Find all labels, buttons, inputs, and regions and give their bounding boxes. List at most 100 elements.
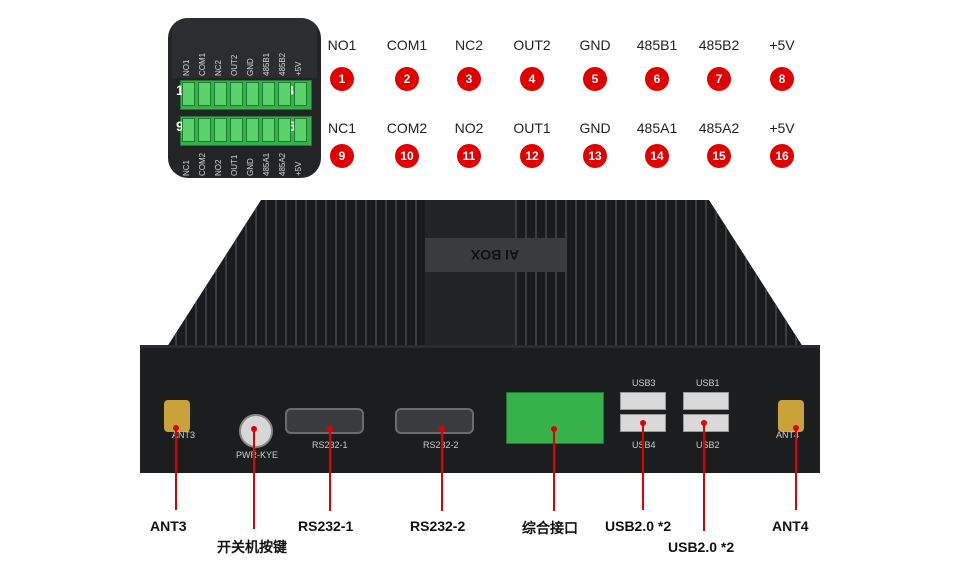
heatsink-fin	[355, 200, 357, 350]
heatsink-fin	[415, 200, 417, 350]
heatsink-fin	[285, 200, 287, 350]
inset-top-label: COM1	[198, 52, 207, 76]
inset-num-9: 9	[176, 118, 184, 134]
pin-name: OUT2	[513, 37, 551, 53]
heatsink-fin	[695, 200, 697, 350]
pin-number-badge: 5	[583, 67, 607, 91]
pin-number-badge: 4	[520, 67, 544, 91]
inset-bottom-label: NO2	[214, 159, 223, 176]
terminal-screw	[262, 118, 275, 142]
inset-top-label: 485B2	[278, 52, 287, 76]
callout-line-rs1	[329, 429, 331, 511]
inset-bottom-label: +5V	[294, 161, 303, 176]
pin-number-badge: 9	[330, 144, 354, 168]
heatsink-fin	[565, 200, 567, 350]
pin-name: 485B2	[698, 37, 740, 53]
heatsink-fin	[525, 200, 527, 350]
inset-top-label: GND	[246, 58, 255, 76]
callout-line-combo	[553, 429, 555, 511]
pin-name: COM2	[386, 120, 428, 136]
heatsink-fin	[765, 200, 767, 350]
heatsink-fin	[325, 200, 327, 350]
pin-number-badge: 12	[520, 144, 544, 168]
inset-bottom-label: 485A1	[262, 152, 271, 176]
terminal-screw	[230, 82, 243, 106]
terminal-screw	[278, 118, 291, 142]
usb1-port	[683, 392, 729, 410]
ant4-connector	[778, 400, 804, 432]
inset-top-label: NO1	[182, 59, 191, 76]
heatsink-fin	[615, 200, 617, 350]
heatsink-fin	[265, 200, 267, 350]
heatsink-center	[425, 200, 515, 350]
pin-name: NO2	[454, 120, 484, 136]
heatsink-fin	[775, 200, 777, 350]
terminal-screw	[182, 118, 195, 142]
rs232-2-port	[395, 408, 474, 434]
heatsink-fin	[605, 200, 607, 350]
terminal-screw	[182, 82, 195, 106]
terminal-screw	[230, 118, 243, 142]
pin-name: NC1	[327, 120, 356, 136]
heatsink-fins	[165, 200, 805, 350]
usb3-port	[620, 392, 666, 410]
heatsink-fin	[595, 200, 597, 350]
heatsink-fin	[235, 200, 237, 350]
pin-name: +5V	[769, 120, 795, 136]
heatsink-fin	[665, 200, 667, 350]
heatsink-fin	[205, 200, 207, 350]
heatsink-fin	[535, 200, 537, 350]
usb3-panel-label: USB3	[632, 378, 656, 388]
pin-number-badge: 2	[395, 67, 419, 91]
heatsink-fin	[685, 200, 687, 350]
heatsink-fin	[185, 200, 187, 350]
heatsink-fin	[745, 200, 747, 350]
heatsink-fin	[255, 200, 257, 350]
pin-name: 485A2	[698, 120, 740, 136]
inset-num-1: 1	[176, 82, 184, 98]
callout-line-usb-left	[642, 423, 644, 510]
pin-name: +5V	[769, 37, 795, 53]
heatsink-fin	[705, 200, 707, 350]
heatsink-fin	[645, 200, 647, 350]
terminal-screw	[198, 82, 211, 106]
heatsink-fin	[225, 200, 227, 350]
terminal-screw	[278, 82, 291, 106]
heatsink-fin	[585, 200, 587, 350]
callout-ant4: ANT4	[772, 518, 809, 534]
heatsink-fin	[175, 200, 177, 350]
heatsink-fin	[625, 200, 627, 350]
inset-top-label: NC2	[214, 59, 223, 76]
heatsink-fin	[515, 200, 517, 350]
device-logo: AI BOX	[425, 238, 565, 272]
pin-name: OUT1	[513, 120, 551, 136]
inset-bottom-label: COM2	[198, 152, 207, 176]
pin-name: COM1	[386, 37, 428, 53]
rs232-1-port	[285, 408, 364, 434]
top-rail	[172, 18, 317, 78]
pin-number-badge: 16	[770, 144, 794, 168]
heatsink-fin	[275, 200, 277, 350]
heatsink-fin	[405, 200, 407, 350]
pin-name: GND	[579, 120, 611, 136]
heatsink-fin	[675, 200, 677, 350]
pin-number-badge: 3	[457, 67, 481, 91]
heatsink-fin	[215, 200, 217, 350]
usb2-panel-label: USB2	[696, 440, 720, 450]
callout-combo: 综合接口	[522, 520, 578, 536]
heatsink-fin	[305, 200, 307, 350]
callout-rs232-2: RS232-2	[410, 518, 466, 534]
heatsink-fin	[245, 200, 247, 350]
callout-ant3: ANT3	[150, 518, 187, 534]
inset-top-label: OUT2	[230, 54, 239, 76]
callout-line-usb-right	[703, 423, 705, 531]
heatsink-fin	[195, 200, 197, 350]
terminal-screw	[214, 82, 227, 106]
pin-number-badge: 13	[583, 144, 607, 168]
heatsink-fin	[345, 200, 347, 350]
pin-number-badge: 10	[395, 144, 419, 168]
heatsink-fin	[335, 200, 337, 350]
terminal-screw	[246, 82, 259, 106]
terminal-screw	[294, 118, 307, 142]
callout-line-ant4	[795, 428, 797, 510]
